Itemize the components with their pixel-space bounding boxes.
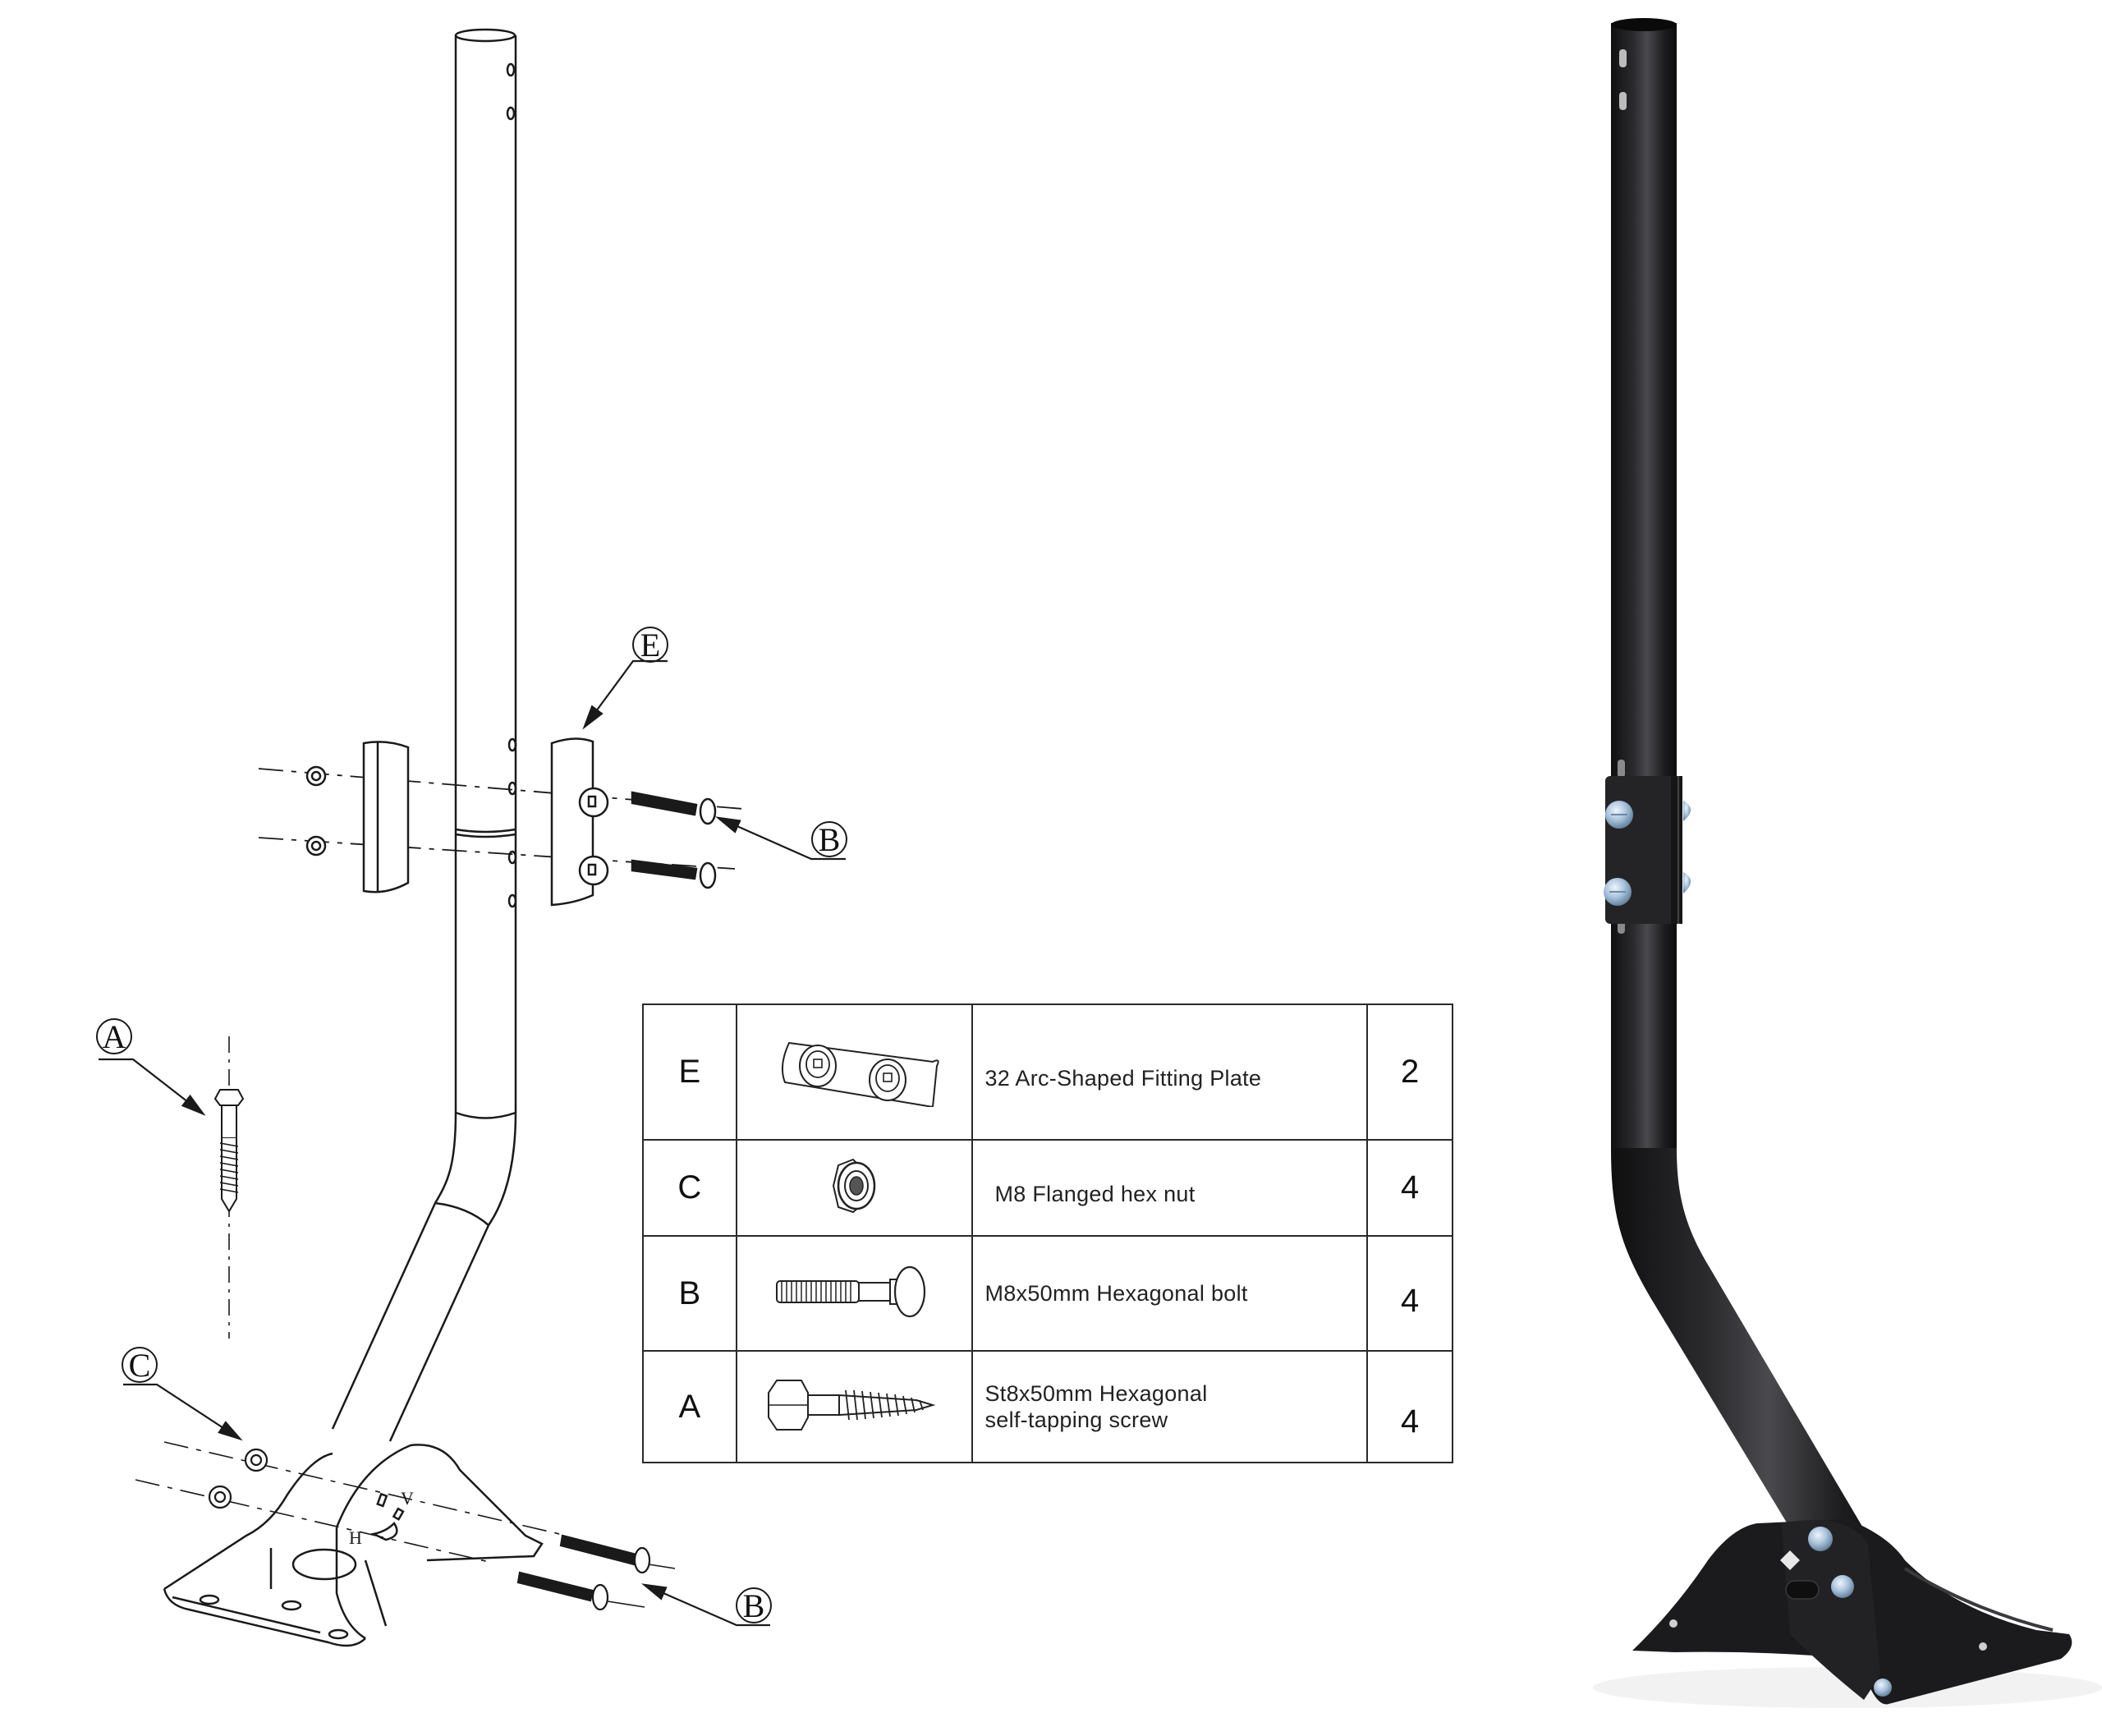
- part-letter: A: [642, 1350, 737, 1463]
- part-description-line2: self-tapping screw: [984, 1408, 1168, 1432]
- flanged-nut-base-2: [208, 1485, 232, 1509]
- hex-bolt-base-1: [559, 1534, 676, 1574]
- part-quantity: 2: [1400, 1054, 1420, 1090]
- flanged-nut-upper-2: [305, 835, 327, 857]
- callout-b-lower: B: [640, 1583, 772, 1627]
- base-hardware-drawing: [135, 1441, 676, 1611]
- self-tapping-screw-drawing: [213, 1036, 245, 1339]
- table-row: B M8x50mm Hexagonal bolt 4: [642, 1235, 1453, 1352]
- flanged-nut-base-1: [244, 1448, 268, 1472]
- part-letter: E: [642, 1003, 737, 1141]
- hex-bolt-icon: [775, 1265, 925, 1317]
- part-description: M8x50mm Hexagonal bolt: [984, 1281, 1248, 1306]
- clamp-assembly-drawing: [258, 737, 744, 907]
- svg-text:C: C: [129, 1347, 151, 1384]
- part-quantity: 4: [1400, 1169, 1420, 1206]
- part-letter: B: [642, 1235, 737, 1352]
- self-tapping-screw-icon: [767, 1379, 936, 1431]
- arc-plate-icon: [781, 1041, 939, 1109]
- product-photo-pole: [1593, 18, 2102, 1708]
- flanged-nut-upper-1: [305, 765, 327, 787]
- part-quantity: 4: [1400, 1282, 1420, 1319]
- callout-b-upper: B: [714, 816, 847, 861]
- table-row: C M8 Flanged hex nut 4: [642, 1139, 1453, 1237]
- flanged-nut-icon: [832, 1158, 875, 1214]
- clamp-bolt-front-lower: [1604, 878, 1632, 906]
- clamp-bolt-front-upper: [1605, 801, 1633, 829]
- part-description: 32 Arc-Shaped Fitting Plate: [984, 1065, 1262, 1091]
- clamp-nut-side-upper: [1683, 801, 1691, 821]
- callout-e: E: [582, 627, 668, 730]
- table-row: E 32 Arc-Shaped Fitting Plate 2: [642, 1003, 1453, 1141]
- part-letter: C: [642, 1139, 737, 1237]
- clamp-nut-side-lower: [1683, 872, 1691, 893]
- part-description-line1: St8x50mm Hexagonal: [984, 1381, 1208, 1406]
- parts-list-table: E 32 Arc-Shaped Fitting Plate 2 C: [642, 1003, 1453, 1463]
- callout-a: A: [96, 1018, 206, 1116]
- hex-bolt-base-2: [516, 1571, 645, 1611]
- line-drawing-pole: [291, 28, 517, 1581]
- part-quantity: 4: [1400, 1403, 1420, 1440]
- hex-bolt-upper-2: [631, 859, 717, 889]
- svg-text:B: B: [819, 821, 841, 858]
- hex-bolt-upper-1: [631, 791, 717, 825]
- svg-text:B: B: [743, 1587, 765, 1624]
- svg-text:A: A: [103, 1018, 126, 1055]
- svg-text:E: E: [640, 627, 660, 664]
- line-drawing-base: H V: [163, 1444, 544, 1647]
- svg-text:H: H: [349, 1527, 362, 1548]
- part-description: M8 Flanged hex nut: [994, 1181, 1196, 1206]
- table-row: A St8x50mm Hexagonal self-tapping screw …: [642, 1350, 1453, 1463]
- callout-c: C: [122, 1347, 243, 1441]
